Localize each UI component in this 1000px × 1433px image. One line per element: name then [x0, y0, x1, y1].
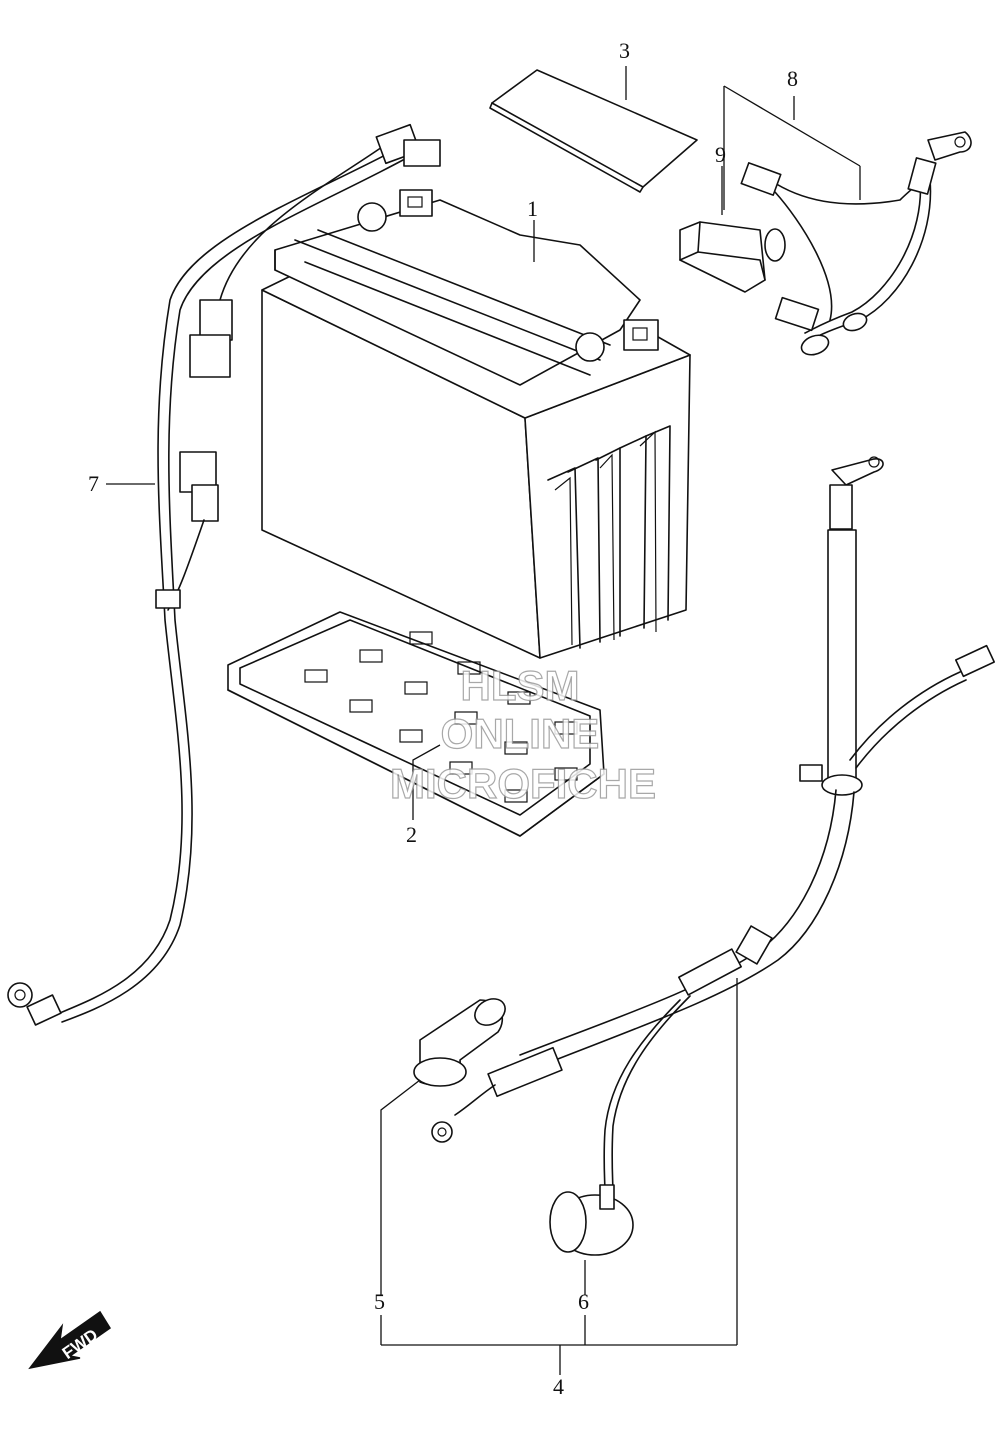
cable-set-part — [431, 456, 996, 1196]
watermark-line-2: ONLINE — [441, 710, 600, 757]
cable-lead-part — [740, 131, 972, 356]
callout-labels: 3 8 9 1 7 2 5 6 4 — [88, 38, 798, 1399]
callout-3: 3 — [619, 38, 630, 63]
cap-part — [413, 998, 506, 1087]
callout-6: 6 — [578, 1289, 589, 1314]
callout-4: 4 — [553, 1374, 564, 1399]
tray-part — [227, 611, 605, 837]
callout-1: 1 — [527, 196, 538, 221]
battery-part — [261, 189, 691, 659]
callout-leaders — [106, 66, 861, 1375]
watermark-line-3: MICROFICHE — [390, 760, 656, 807]
watermark-line-1: HLSM — [461, 662, 580, 709]
harness-part — [7, 123, 441, 1026]
watermark: HLSM ONLINE MICROFICHE — [389, 661, 656, 807]
callout-5: 5 — [374, 1289, 385, 1314]
callout-8: 8 — [787, 66, 798, 91]
pad-part — [489, 69, 698, 193]
callout-9: 9 — [715, 142, 726, 167]
cover-part — [679, 221, 786, 293]
clamp-part — [549, 1184, 634, 1256]
callout-2: 2 — [406, 822, 417, 847]
fwd-arrow: FWD — [28, 1310, 112, 1370]
callout-7: 7 — [88, 471, 99, 496]
